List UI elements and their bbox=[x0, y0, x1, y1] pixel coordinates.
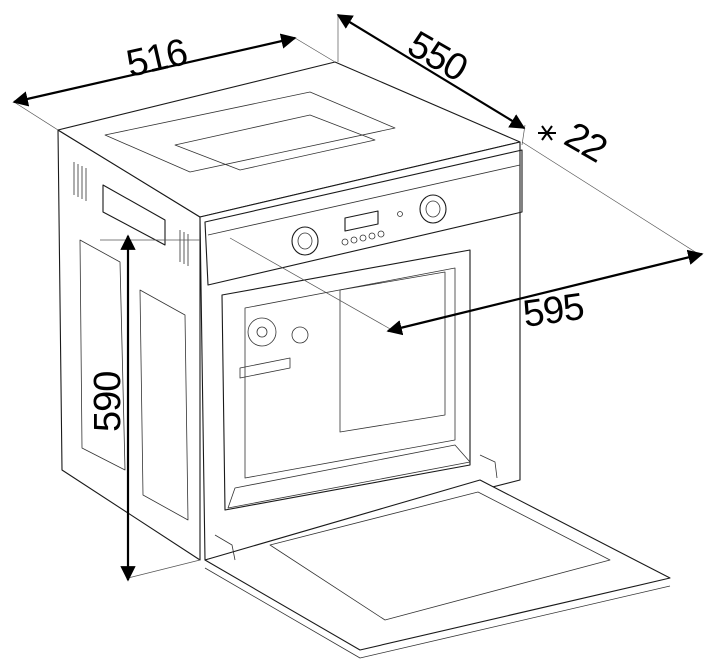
dim-line-width-top bbox=[12, 33, 297, 107]
side-handle-slot bbox=[102, 184, 166, 246]
oven-cavity-back bbox=[244, 267, 456, 479]
door-glass bbox=[269, 491, 611, 621]
label-depth: 550 bbox=[401, 23, 474, 90]
control-panel-lip bbox=[207, 164, 521, 236]
door-panel bbox=[204, 479, 671, 651]
control-buttons bbox=[341, 211, 403, 246]
door-edge bbox=[204, 567, 671, 659]
label-height: 590 bbox=[87, 372, 129, 432]
left-knob-icon bbox=[291, 226, 319, 256]
side-vents bbox=[73, 162, 189, 266]
dimension-lines bbox=[12, 14, 704, 582]
oven-front-frame bbox=[199, 141, 521, 561]
label-front-width: 595 bbox=[520, 286, 586, 336]
extension-lines bbox=[13, 15, 701, 579]
oven-top-recess-inner bbox=[174, 114, 376, 171]
door-hinge bbox=[214, 454, 498, 561]
oven-floor bbox=[227, 444, 471, 509]
display-window bbox=[344, 210, 379, 232]
control-panel bbox=[204, 149, 523, 286]
dim-line-depth bbox=[336, 14, 526, 129]
side-cutout-right bbox=[139, 289, 189, 521]
star-marker-icon bbox=[538, 125, 556, 141]
label-width-top: 516 bbox=[123, 31, 191, 86]
oven-fan-icon bbox=[247, 317, 309, 347]
oven-lamp bbox=[239, 357, 291, 379]
label-panel-thickness: 22 bbox=[558, 114, 614, 171]
dim-line-front-width bbox=[386, 249, 704, 336]
right-knob-icon bbox=[419, 194, 447, 224]
oven-door bbox=[204, 454, 671, 659]
